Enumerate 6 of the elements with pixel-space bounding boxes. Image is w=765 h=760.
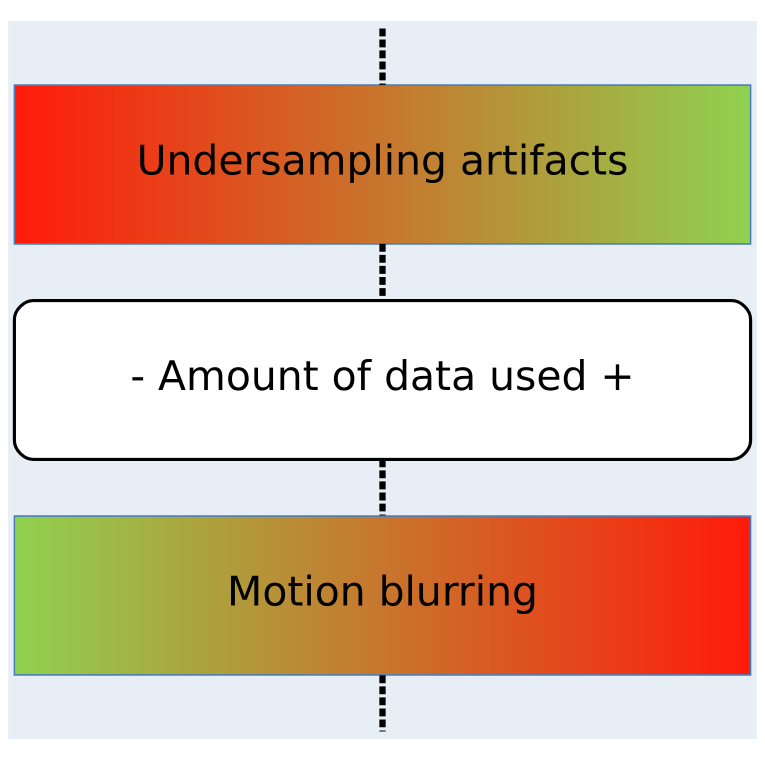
connector — [379, 459, 386, 516]
connector — [379, 28, 386, 85]
node-box: Motion blurring — [14, 515, 752, 676]
connector — [379, 675, 386, 732]
node-box: - Amount of data used + — [12, 298, 752, 462]
node-box: Undersampling artifacts — [14, 84, 752, 245]
